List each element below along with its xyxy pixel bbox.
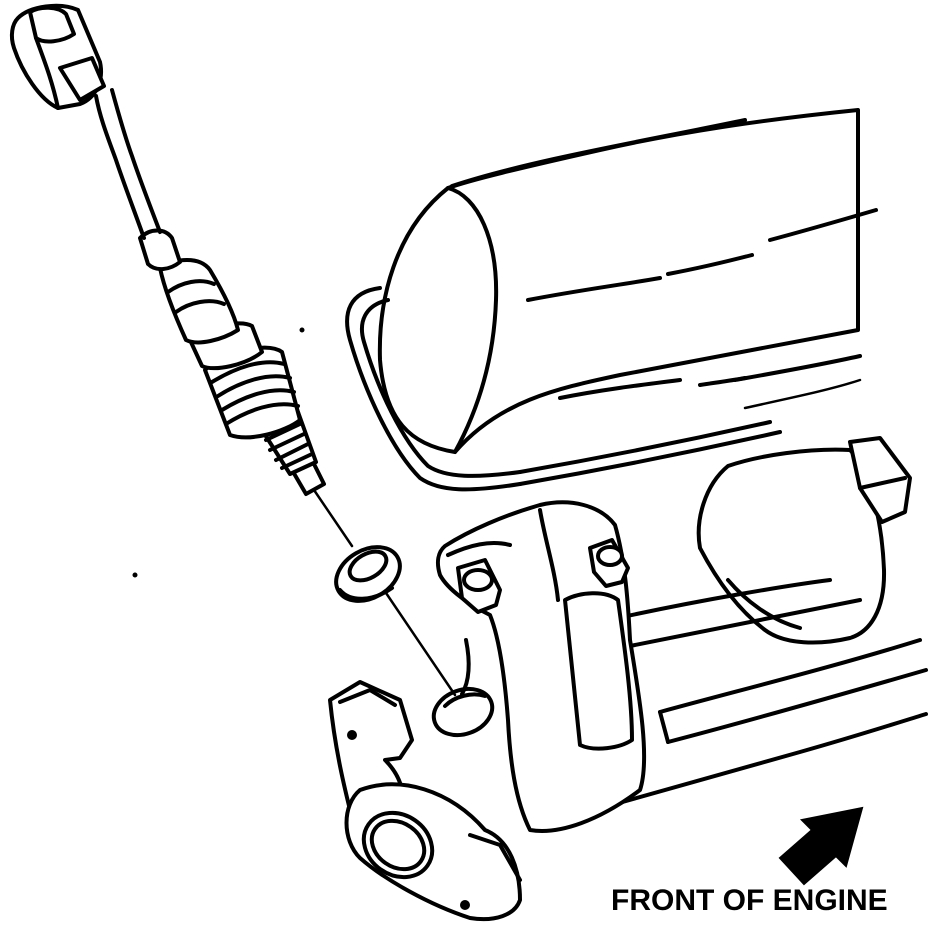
cover-flange (345, 286, 862, 492)
wire-connector (9, 3, 106, 110)
exhaust-flange (328, 680, 522, 921)
mounting-nut-left (456, 558, 502, 614)
valve-cover (377, 108, 878, 454)
sensor-wire (94, 88, 162, 240)
sealing-washer (334, 545, 402, 603)
mounting-nut-right (588, 538, 630, 588)
installation-guide-line (312, 488, 457, 697)
arrow-up-right-icon (778, 806, 864, 886)
print-specks (132, 327, 305, 578)
sensor-bore (431, 638, 495, 738)
front-of-engine-label: FRONT OF ENGINE (611, 884, 888, 917)
oxygen-sensor (138, 228, 326, 496)
intake-rail (528, 578, 928, 830)
